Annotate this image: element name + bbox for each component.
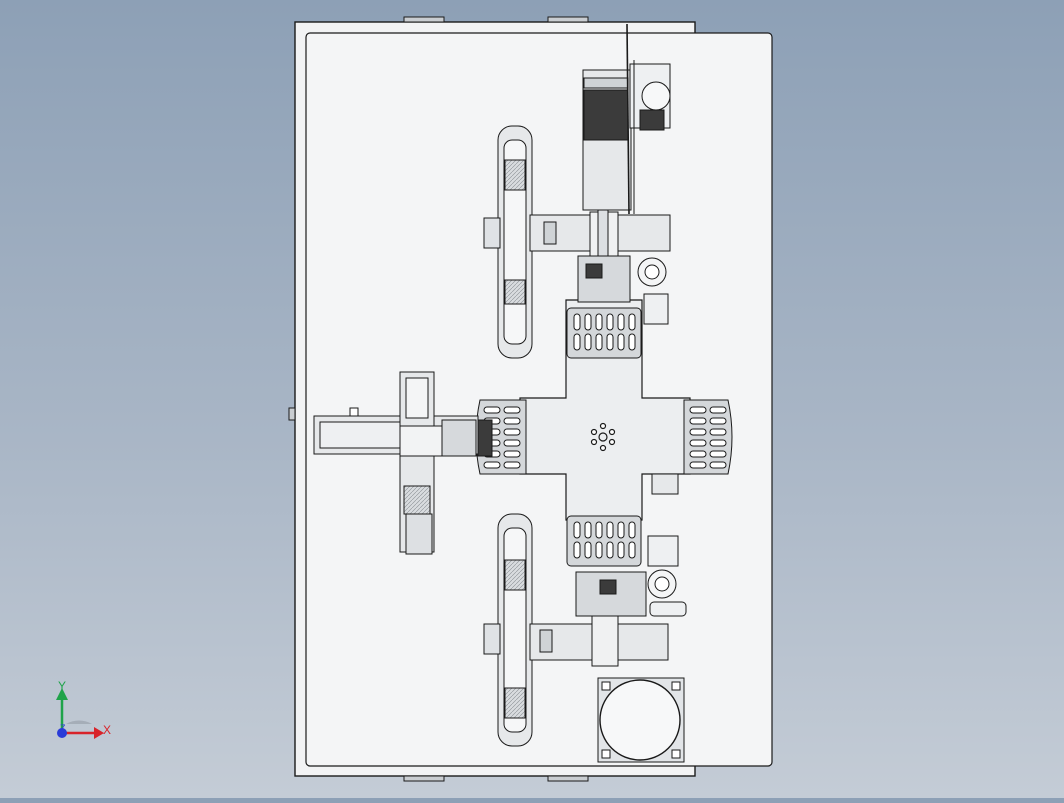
servo-motor-bottom (597, 677, 685, 763)
fixture-right (651, 399, 733, 495)
gripper-bottom (575, 535, 687, 617)
rotary-index-table (519, 299, 691, 521)
triad-z-label: Z (60, 723, 66, 733)
feeder-conveyor-bottom (483, 513, 533, 747)
fixture-top (566, 307, 642, 359)
triad-y-label: Y (58, 679, 66, 693)
triad-x-label: X (103, 723, 111, 737)
fixture-bottom (566, 515, 642, 567)
linear-module-top (529, 199, 671, 261)
gripper-top (577, 255, 669, 325)
motor-assembly-top (582, 23, 671, 215)
xy-module-left (313, 371, 493, 555)
feeder-conveyor-top (483, 125, 533, 359)
coordinate-triad: Y X Z (56, 679, 111, 739)
